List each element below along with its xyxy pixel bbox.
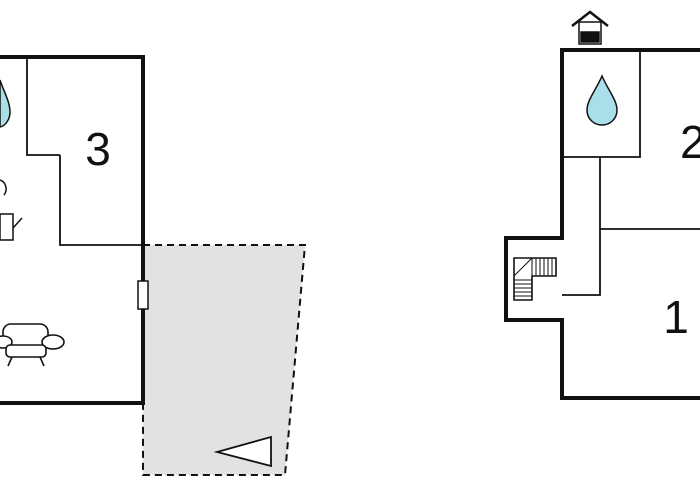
water-drop-icon [586,74,618,126]
right-outer-wall [504,48,700,400]
door-icon [137,280,149,310]
water-drop-icon [0,79,11,128]
direction-arrow-icon [213,435,272,468]
terrace [142,244,307,476]
room-1-label: 1 [663,291,689,343]
sofa-icon [0,323,65,367]
room-3-wall [59,155,143,246]
kitchen-icon [0,179,23,241]
staircase-icon [513,257,557,301]
left-outer-wall [0,55,145,405]
bathroom-wall [562,50,641,158]
left-floor: 3 [0,55,307,476]
house-entrance-icon [571,10,609,45]
room-3-label: 3 [85,123,111,175]
right-floor: 2 1 [504,10,700,400]
room-2-label: 2 [680,116,700,168]
corridor-wall [562,157,601,296]
bathroom-wall [26,57,60,156]
